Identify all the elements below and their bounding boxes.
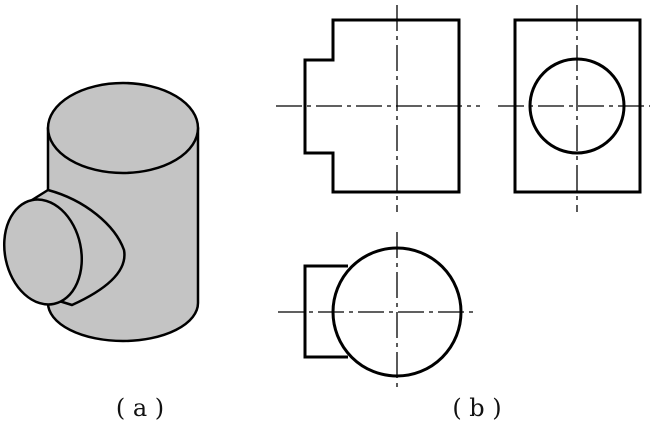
orthographic-views (276, 5, 650, 392)
top-view-branch-outline (303, 264, 348, 359)
caption-b: ( b ) (452, 394, 501, 422)
cylinder-top-face (46, 81, 200, 175)
top-view (278, 232, 478, 392)
front-view (276, 5, 480, 212)
side-view (498, 5, 650, 212)
front-view-outline (303, 18, 461, 194)
caption-a: ( a ) (116, 394, 164, 422)
branch-end-face (2, 198, 84, 306)
isometric-tee-figure (2, 81, 200, 343)
